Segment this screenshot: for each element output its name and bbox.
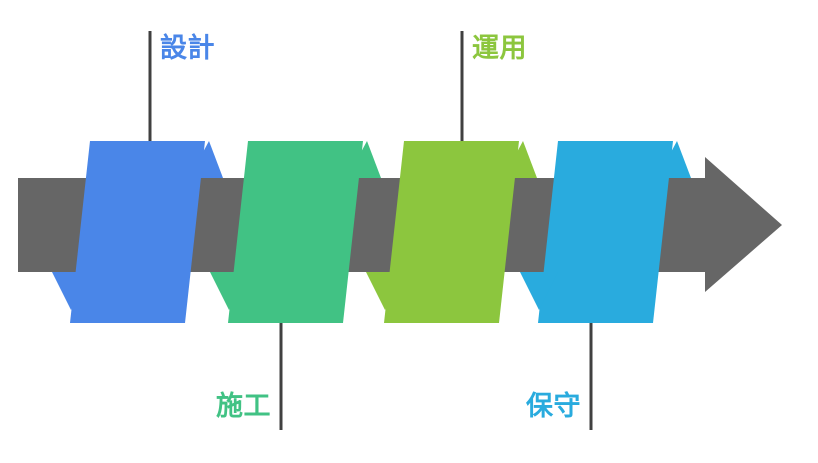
- stage-chevron-design[interactable]: [52, 141, 223, 323]
- stage-chevron-body-design: [70, 141, 205, 323]
- stage-chevron-head-triangle-operation: [503, 141, 537, 178]
- stage-chevron-body-construction: [228, 141, 363, 323]
- stage-chevron-tail-triangle-operation: [366, 272, 404, 310]
- leader-lines-group: [148, 31, 593, 430]
- stage-chevron-body-maintenance: [538, 141, 673, 323]
- stage-label-operation: 運用: [472, 33, 527, 64]
- stage-chevron-head-triangle-construction: [347, 141, 381, 178]
- stage-chevron-construction[interactable]: [210, 141, 381, 323]
- stage-chevron-tail-triangle-construction: [210, 272, 248, 310]
- stage-chevron-head-triangle-maintenance: [657, 141, 691, 178]
- stage-label-maintenance: 保守: [526, 391, 581, 422]
- stage-chevron-maintenance[interactable]: [520, 141, 691, 323]
- stage-label-construction: 施工: [216, 391, 271, 422]
- stage-label-design: 設計: [160, 33, 215, 64]
- stage-chevron-head-triangle-design: [189, 141, 223, 178]
- stage-chevron-operation[interactable]: [366, 141, 537, 323]
- stage-chevrons-group: [52, 141, 691, 323]
- stage-chevron-tail-triangle-design: [52, 272, 90, 310]
- stage-chevron-tail-triangle-maintenance: [520, 272, 558, 310]
- stage-chevron-body-operation: [384, 141, 519, 323]
